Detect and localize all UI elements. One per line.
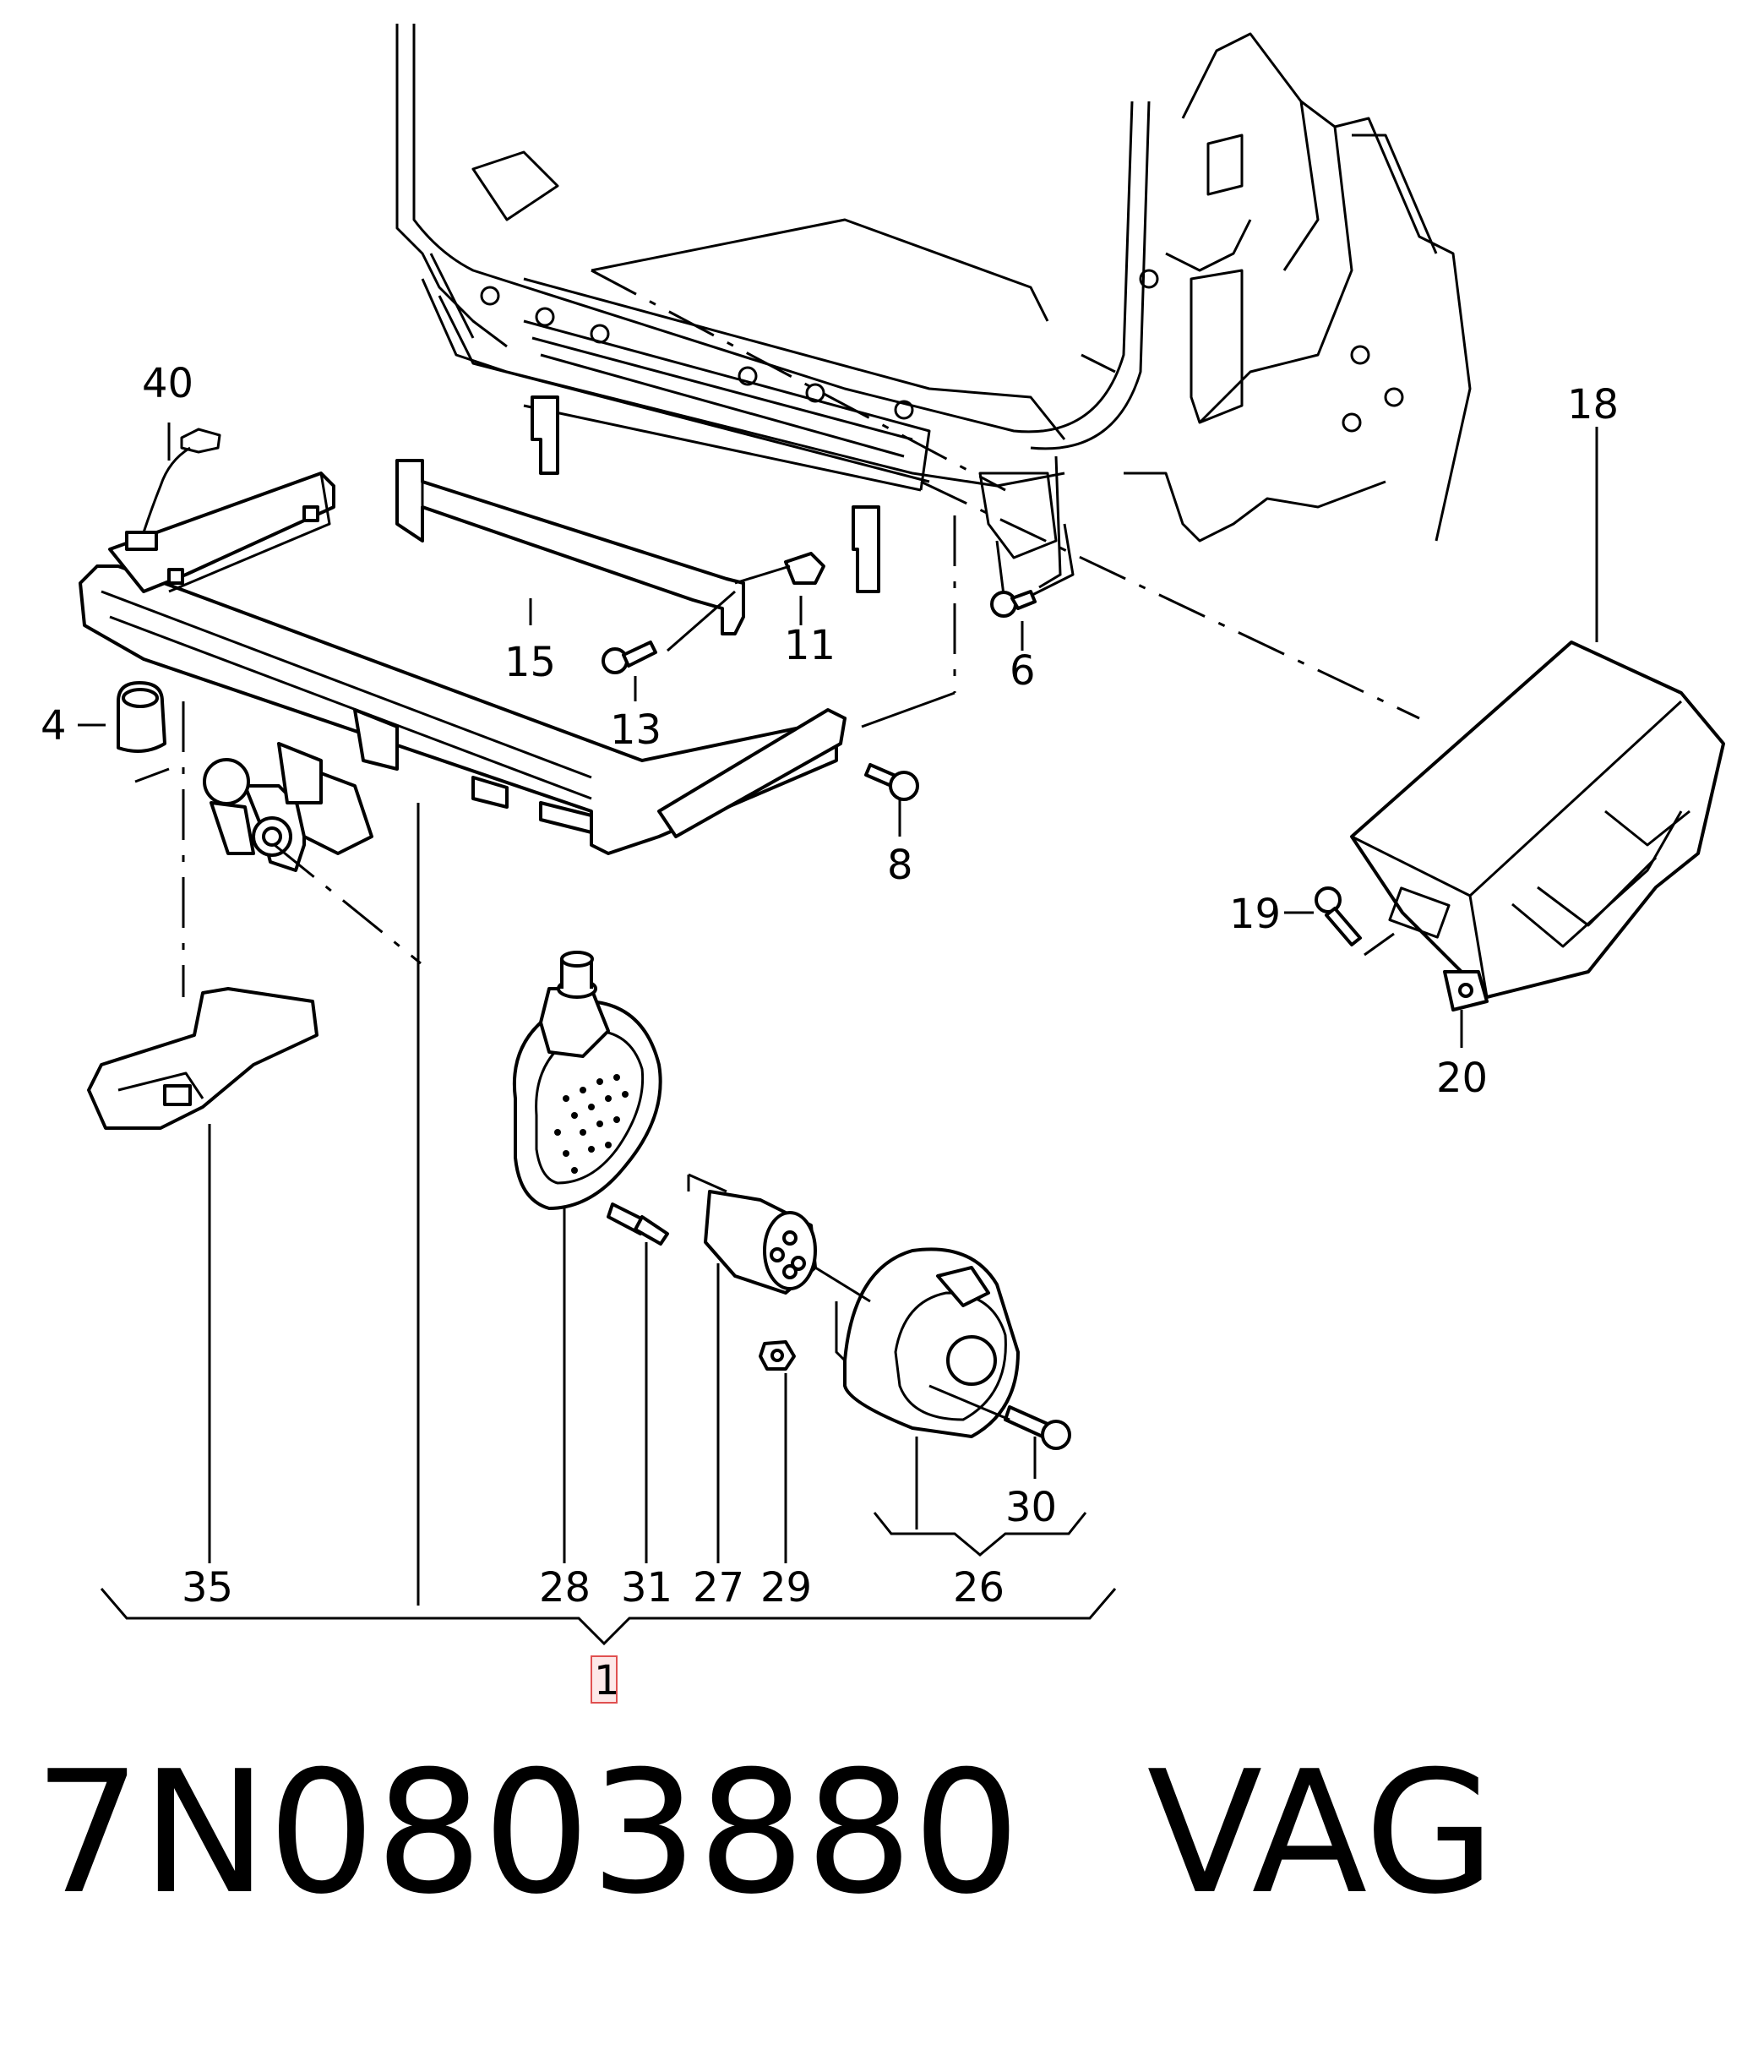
holder-35 bbox=[87, 987, 318, 1130]
label-27: 27 bbox=[693, 1564, 744, 1611]
label-11: 11 bbox=[784, 622, 836, 669]
label-15: 15 bbox=[504, 639, 556, 686]
control-module-18 bbox=[1350, 641, 1725, 999]
nut-20 bbox=[1443, 970, 1489, 1011]
gasket-28 bbox=[512, 951, 662, 1210]
wiring-harness-40 bbox=[125, 428, 221, 551]
label-19: 19 bbox=[1229, 891, 1281, 938]
label-8: 8 bbox=[887, 842, 913, 889]
label-18: 18 bbox=[1567, 381, 1619, 428]
label-1-highlight bbox=[591, 1655, 618, 1704]
label-29: 29 bbox=[760, 1564, 812, 1611]
screw-30 bbox=[1004, 1405, 1071, 1450]
bolt-6 bbox=[990, 590, 1037, 618]
leader-lines bbox=[78, 423, 1598, 1646]
label-28: 28 bbox=[539, 1564, 591, 1611]
nut-29 bbox=[759, 1340, 796, 1371]
tow-ball bbox=[203, 708, 399, 872]
reinforcement-plate-15 bbox=[395, 459, 745, 635]
label-31: 31 bbox=[621, 1564, 672, 1611]
label-26: 26 bbox=[953, 1564, 1004, 1611]
socket-insert-27 bbox=[704, 1190, 817, 1295]
bolt-13 bbox=[602, 641, 657, 674]
clip-11 bbox=[784, 552, 825, 585]
label-6: 6 bbox=[1010, 647, 1036, 695]
reference-lines bbox=[134, 269, 1420, 1421]
bolt-8 bbox=[864, 763, 919, 801]
label-35: 35 bbox=[182, 1564, 233, 1611]
label-4: 4 bbox=[41, 702, 67, 750]
label-13: 13 bbox=[610, 706, 662, 754]
brand-name: VAG bbox=[1146, 1735, 1495, 1932]
label-1: 1 bbox=[594, 1657, 620, 1704]
ball-cap-4 bbox=[117, 681, 166, 753]
tow-bar-crossmember bbox=[79, 472, 847, 855]
callout-labels: 40 18 15 11 6 13 4 8 19 20 30 35 28 31 2… bbox=[41, 360, 1619, 1704]
socket-housing-26 bbox=[843, 1247, 1020, 1438]
vehicle-rear-body bbox=[395, 24, 1472, 610]
pin-31 bbox=[607, 1202, 669, 1246]
screw-19 bbox=[1315, 886, 1362, 946]
part-number: 7N0803880 bbox=[34, 1735, 1021, 1932]
mounting-brackets bbox=[531, 395, 880, 593]
label-30: 30 bbox=[1005, 1484, 1057, 1531]
label-40: 40 bbox=[142, 360, 193, 407]
label-20: 20 bbox=[1436, 1055, 1488, 1102]
